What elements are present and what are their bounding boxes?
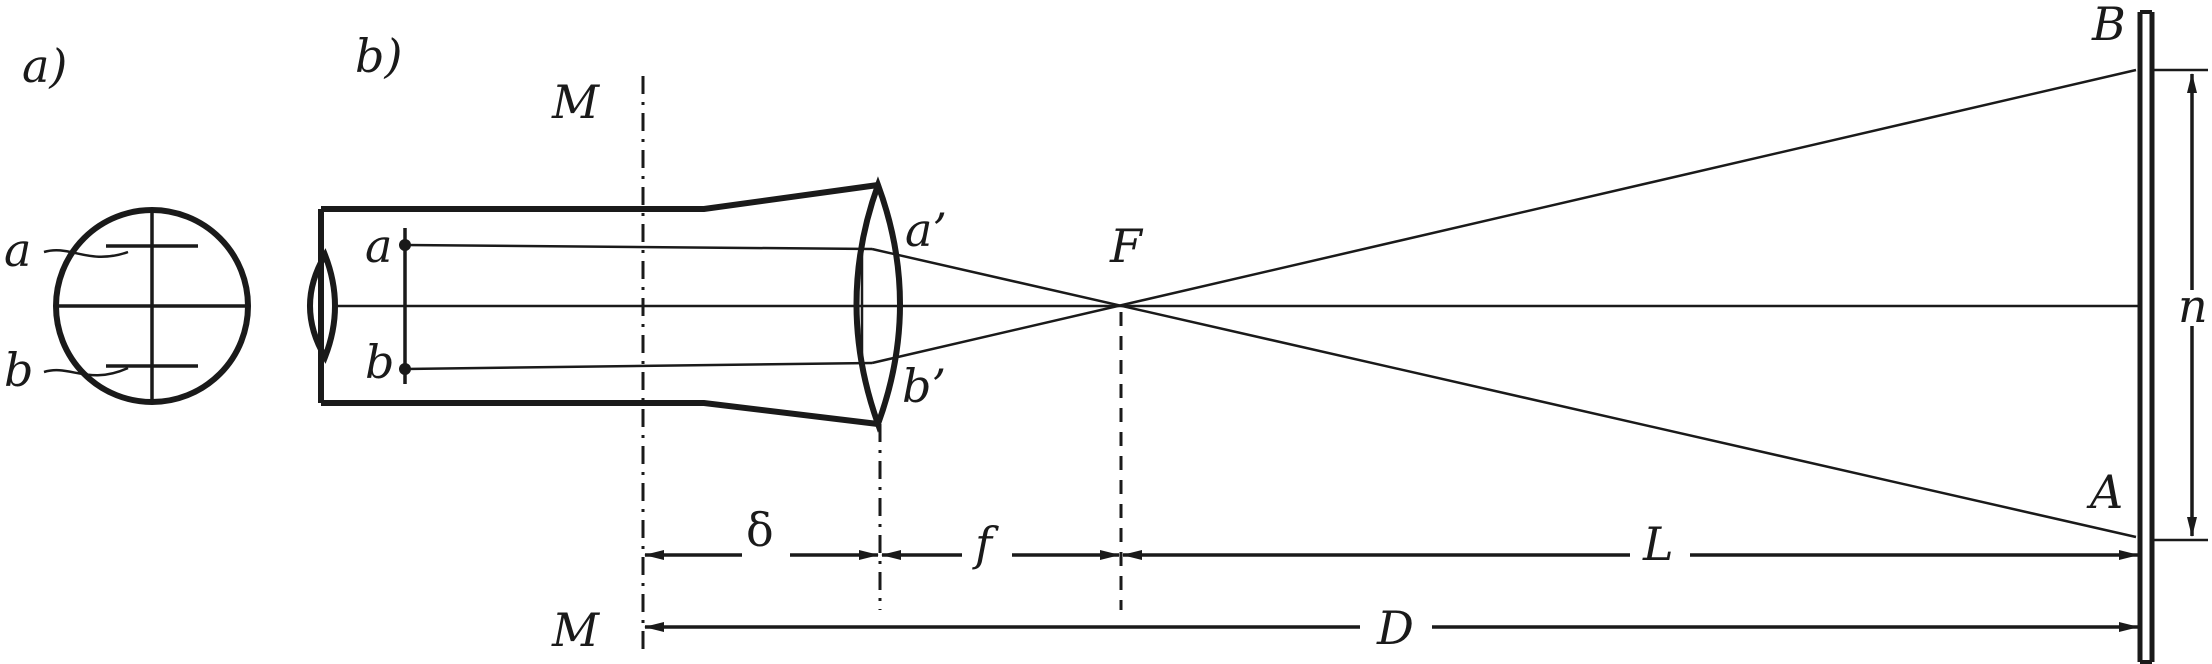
label-b-prime: b’: [902, 359, 946, 413]
reticle: a b: [4, 207, 251, 405]
ray-b-internal: [404, 361, 873, 371]
reticle-label-b: b: [4, 343, 33, 397]
panel-a-label: a): [22, 39, 67, 93]
telescope-body-bottom: [321, 400, 879, 427]
point-B-label: B: [2091, 0, 2126, 51]
dim-n-label: n: [2178, 279, 2208, 333]
staff: B A: [2086, 0, 2208, 664]
telescope: a b a’ b’: [307, 176, 947, 433]
eyepiece-lens: [307, 248, 338, 364]
label-a-prime: a’: [905, 203, 947, 257]
reticle-label-a: a: [4, 223, 31, 277]
point-A-label: A: [2086, 465, 2123, 519]
dim-D-label: D: [1376, 601, 1414, 655]
focus-label: F: [1109, 219, 1144, 273]
telescope-label-b: b: [365, 335, 394, 389]
rays: [871, 68, 2137, 539]
dim-L-label: L: [1642, 517, 1674, 571]
plane-label-bottom: M: [551, 603, 601, 657]
ray-to-A: [871, 247, 2137, 539]
plane-label-top: M: [551, 75, 601, 129]
objective-lens: [853, 176, 903, 433]
telescope-label-a: a: [365, 219, 392, 273]
ray-to-B: [871, 68, 2137, 365]
ray-a-internal: [404, 243, 873, 251]
leader-a: [43, 249, 129, 258]
telescope-body-top: [321, 182, 879, 212]
dim-f-label: f: [972, 517, 999, 571]
panel-b-label: b): [355, 29, 402, 83]
leader-b: [43, 366, 129, 377]
dim-delta-label: δ: [746, 503, 774, 557]
